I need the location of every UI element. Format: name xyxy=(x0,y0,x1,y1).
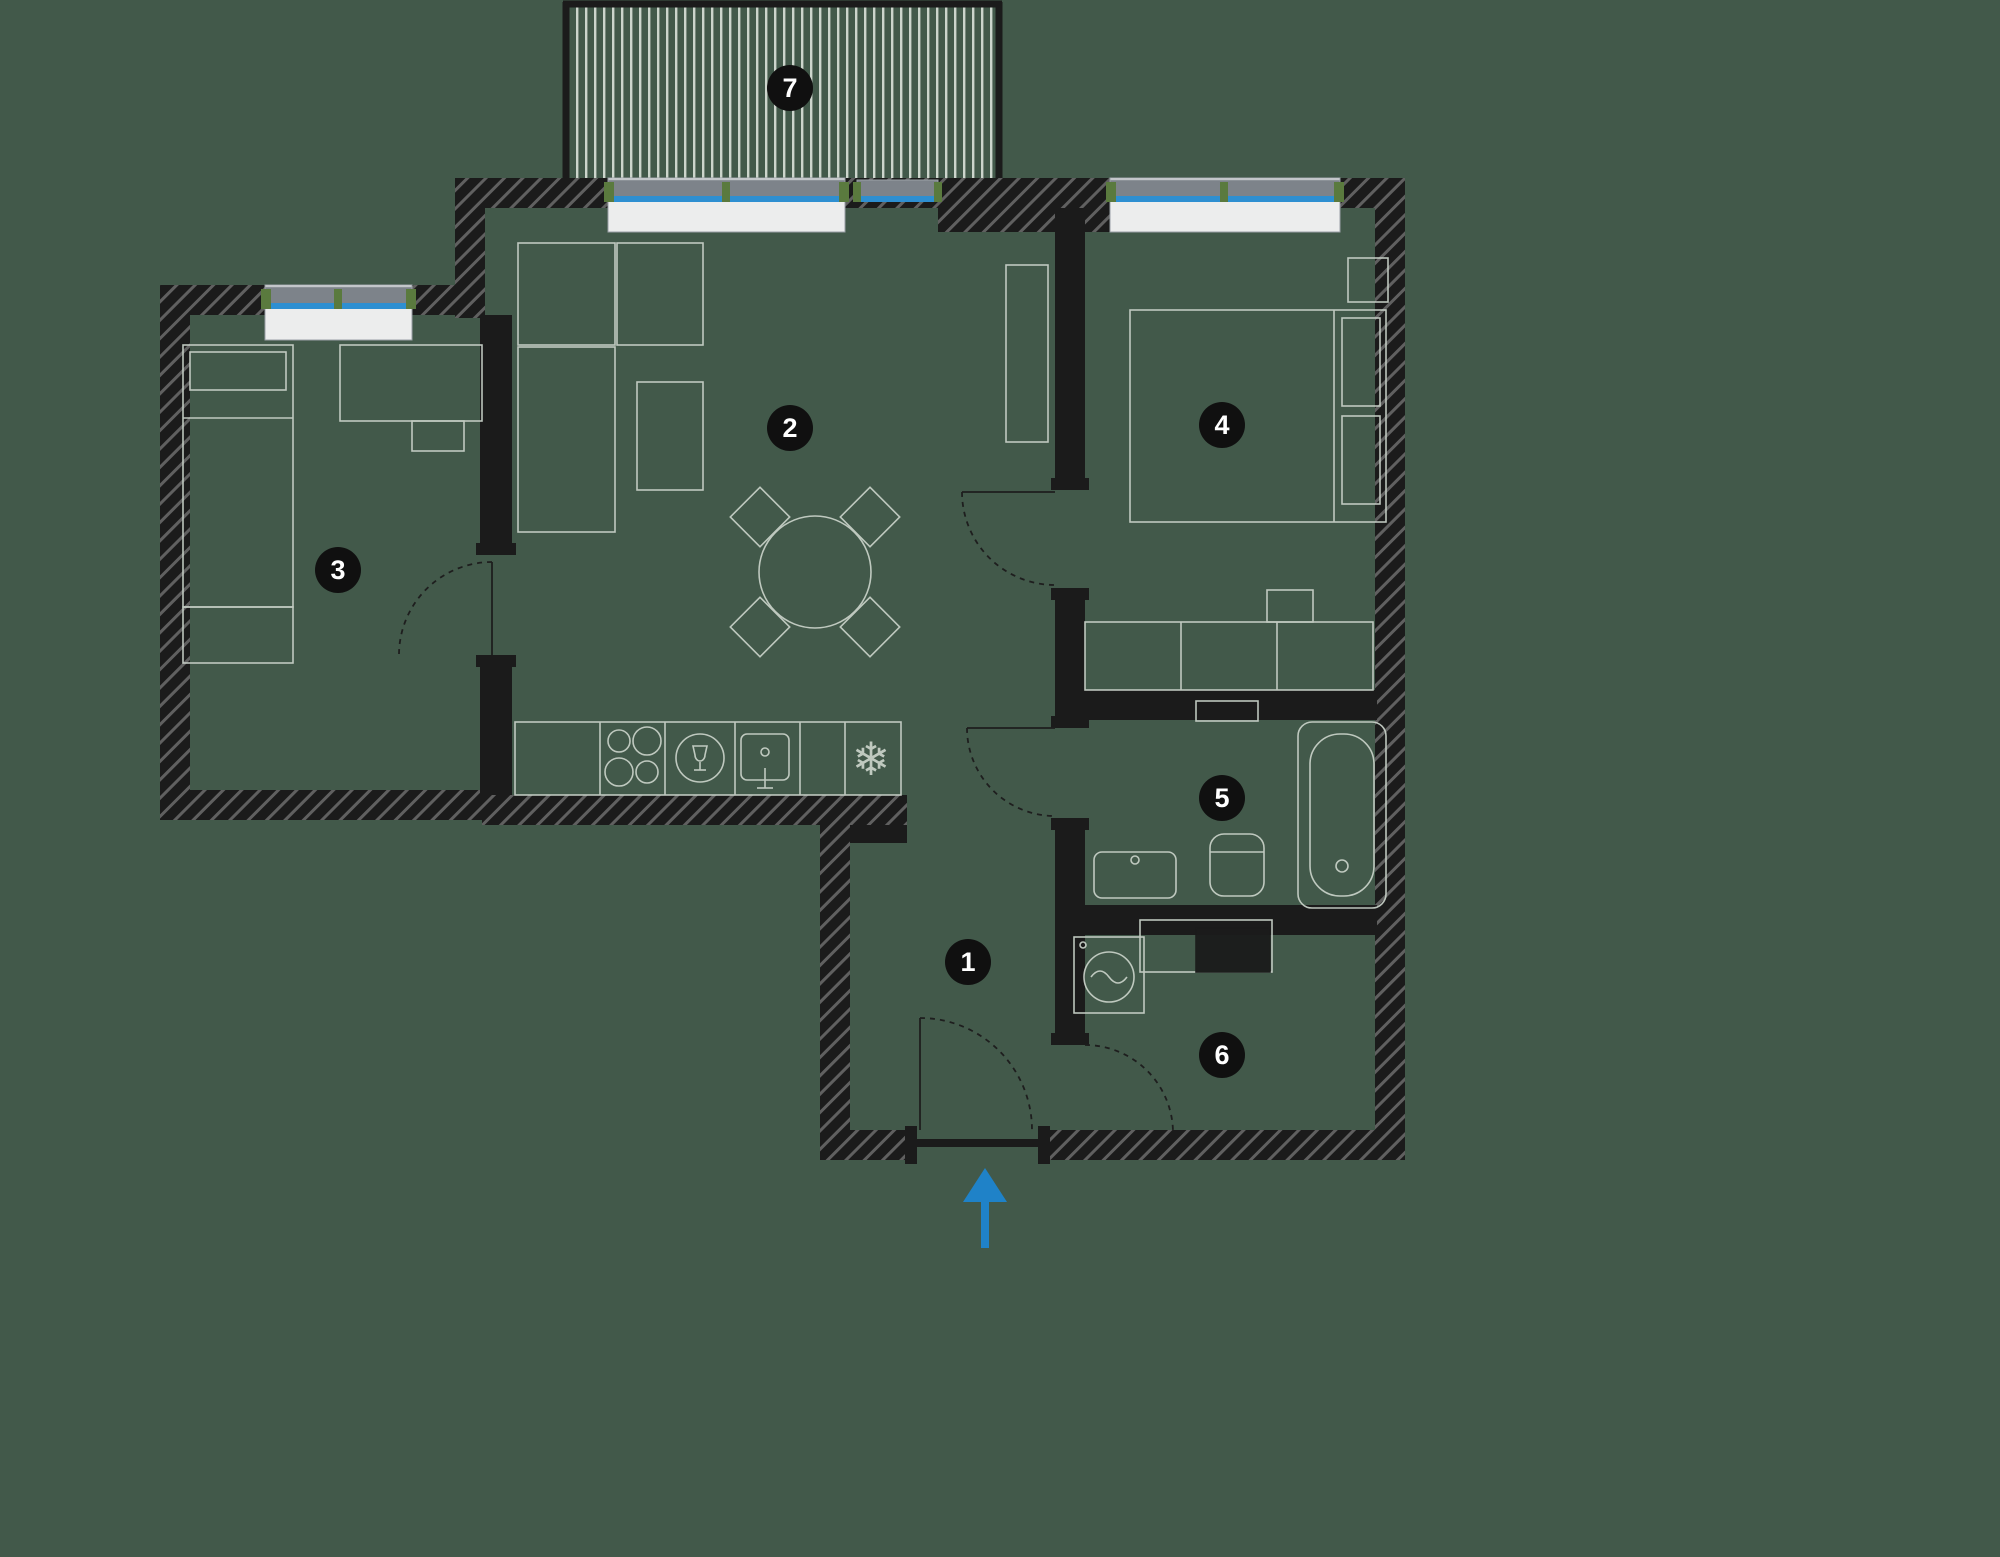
entrance-arrow-icon xyxy=(963,1168,1007,1248)
interior-walls xyxy=(476,208,1377,1164)
room-badge-bedroom-left: 3 xyxy=(315,547,361,593)
coffee-table xyxy=(636,381,704,491)
desk xyxy=(339,344,483,452)
toilet-icon xyxy=(1209,833,1265,897)
window-bedroom-left xyxy=(261,284,416,341)
window-bedroom-right xyxy=(1106,177,1344,233)
room-badge-bedroom-right: 4 xyxy=(1199,402,1245,448)
door-bedroom-left xyxy=(398,561,493,656)
room-badge-utility: 6 xyxy=(1199,1032,1245,1078)
door-bathroom xyxy=(966,727,1056,817)
washbasin-icon xyxy=(1093,851,1177,899)
windows xyxy=(261,177,1344,341)
kitchen-counter xyxy=(514,721,902,796)
door-entrance xyxy=(919,1017,1033,1131)
exterior-walls xyxy=(160,178,1405,1160)
washing-machine-icon xyxy=(1073,936,1145,1014)
window-living-room xyxy=(604,177,849,233)
shelf-unit xyxy=(1005,264,1049,443)
bed-right xyxy=(1129,257,1389,523)
freezer-icon: ❄ xyxy=(852,733,891,785)
wardrobe xyxy=(1084,589,1374,691)
utility-counter xyxy=(1139,919,1273,973)
furniture: ❄ xyxy=(182,242,1389,1014)
door-bedroom-right xyxy=(961,491,1056,586)
bed-left xyxy=(182,344,294,664)
room-badge-terrace: 7 xyxy=(767,65,813,111)
dishwasher-icon xyxy=(675,733,725,783)
sofa xyxy=(517,242,704,533)
bathroom-shelf xyxy=(1195,700,1259,722)
door-utility xyxy=(1084,1044,1174,1134)
stove-icon xyxy=(604,726,662,787)
bathtub xyxy=(1297,721,1387,909)
room-badge-hallway: 1 xyxy=(945,939,991,985)
room-badge-bathroom: 5 xyxy=(1199,775,1245,821)
kitchen-sink-icon xyxy=(740,733,790,789)
terrace xyxy=(562,0,1003,180)
dining-table xyxy=(729,486,901,658)
window-small xyxy=(853,179,942,202)
room-badge-living-room: 2 xyxy=(767,405,813,451)
doors xyxy=(398,491,1174,1134)
